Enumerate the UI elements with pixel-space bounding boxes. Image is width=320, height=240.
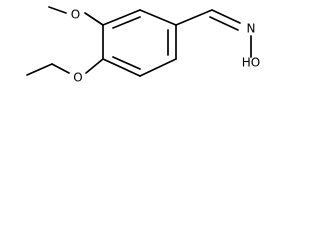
ethoxy-oxygen-label: O	[73, 71, 82, 85]
hydroxyl-label: HO	[242, 56, 260, 70]
oxime-nitrogen-label: N	[247, 22, 256, 36]
molecule-diagram: O O N HO	[26, 6, 260, 85]
benzene-bond-bottom-left	[102, 58, 141, 77]
structure-canvas: O O N HO	[0, 0, 298, 98]
methoxy-oxygen-label: O	[71, 8, 80, 22]
ring-to-imine-carbon-bond	[175, 9, 213, 26]
imine-double-bond-outer	[211, 9, 241, 24]
methoxy-methyl-bond	[48, 6, 67, 14]
benzene-bond-top	[102, 9, 141, 26]
methoxy-oxygen-ring-bond	[84, 12, 104, 26]
benzene-inner-double-bond-top	[112, 16, 141, 29]
ethoxy-oxygen-carbon-bond	[51, 63, 70, 74]
ethoxy-oxygen-ring-bond	[85, 58, 104, 74]
benzene-inner-double-bond-bottom	[112, 56, 141, 70]
ethyl-carbon-carbon-bond	[26, 63, 53, 76]
benzene-bond-bottom-right	[139, 58, 177, 77]
benzene-bond-top-right	[139, 9, 177, 26]
imine-double-bond-inner	[209, 16, 239, 31]
